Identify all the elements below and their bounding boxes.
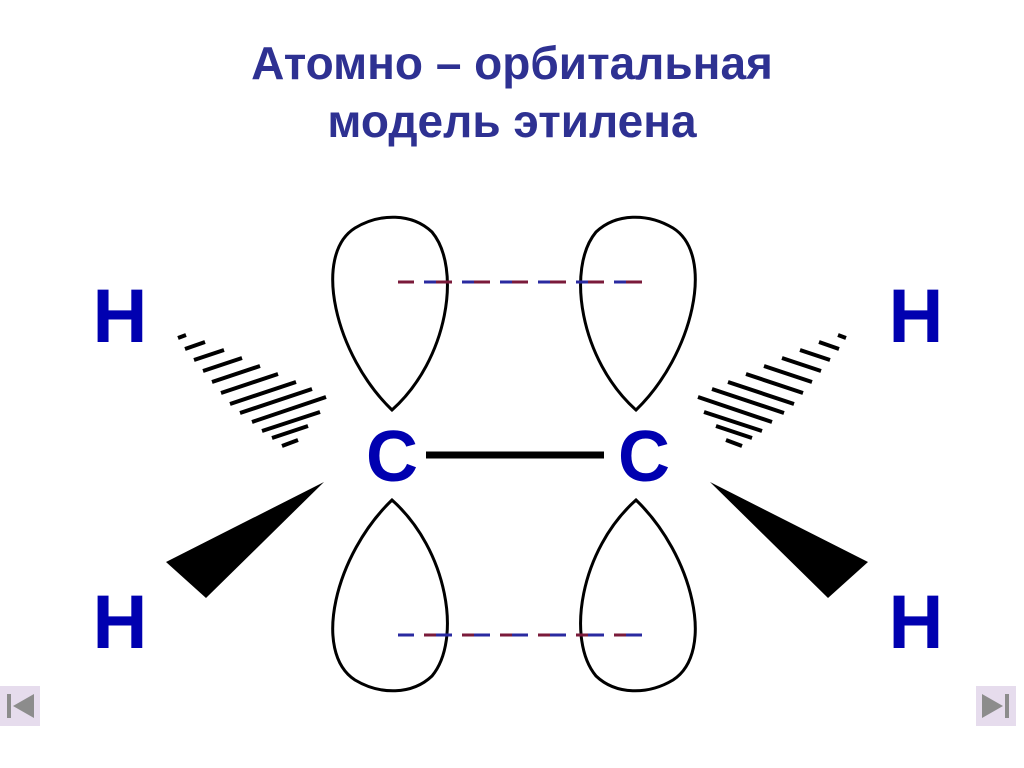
title-line-1: Атомно – орбитальная [251,37,773,89]
first-slide-icon [7,694,34,718]
p-orbital-right-upper-lobe [579,215,697,413]
solid-wedge-bond-left [166,482,324,598]
last-slide-button[interactable] [976,686,1016,726]
hashed-bond-left [177,333,327,448]
p-orbital-right-lower-lobe [579,497,697,693]
slide-title: Атомно – орбитальная модель этилена [0,34,1024,150]
hydrogen-atom-top-right: H [889,274,944,359]
last-slide-icon [982,694,1009,718]
p-orbital-left-lower-lobe [331,497,449,693]
p-orbital-left-upper-lobe [331,215,449,413]
solid-wedge-bond-right [710,482,868,598]
hydrogen-atom-bottom-left: H [93,580,148,665]
title-line-2: модель этилена [327,95,697,147]
hydrogen-atom-bottom-right: H [889,580,944,665]
hydrogen-atom-top-left: H [93,274,148,359]
carbon-atom-left: C [366,417,418,497]
first-slide-button[interactable] [0,686,40,726]
hashed-bond-right [697,333,847,448]
carbon-atom-right: C [618,417,670,497]
